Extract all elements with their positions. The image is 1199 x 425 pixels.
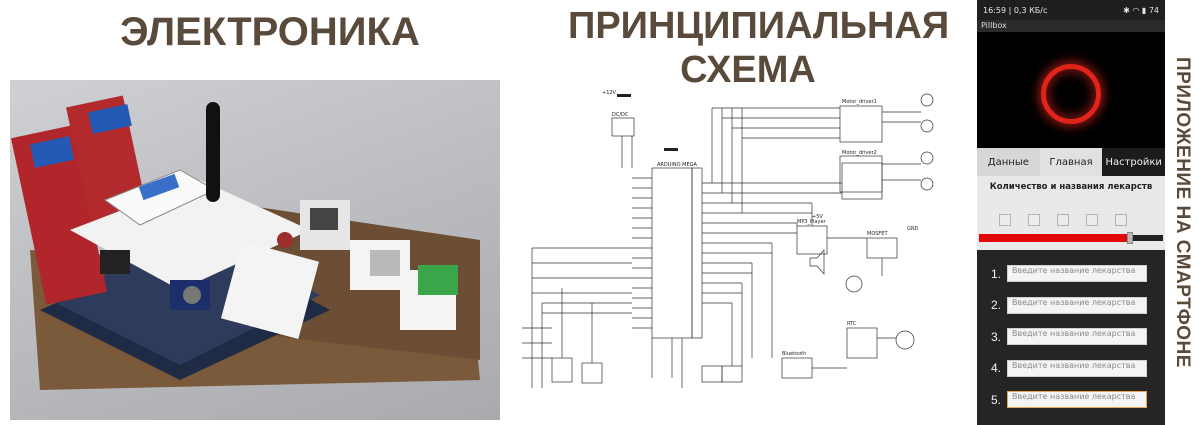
list-item: 2. Введите название лекарства	[977, 290, 1165, 322]
medicine-checkbox-3[interactable]	[1057, 214, 1069, 226]
tab-bar: Данные Главная Настройки	[977, 148, 1165, 176]
status-bar: 16:59 | 0,3 КБ/с ✱ ◠ ▮ 74	[977, 0, 1165, 20]
item-number: 2.	[991, 298, 1002, 313]
label-gnd: GND	[907, 226, 919, 232]
medicine-name-input-5[interactable]: Введите название лекарства	[1007, 391, 1147, 409]
app-side-heading: ПРИЛОЖЕНИЕ НА СМАРТФОНЕ	[1167, 0, 1197, 425]
item-number: 1.	[991, 266, 1002, 281]
camera-view	[977, 32, 1165, 148]
list-item: 5. Введите название лекарства	[977, 384, 1165, 416]
label-motor-driver-1: Motor_driver1	[842, 99, 877, 105]
circuit-schematic: DC/DC +12V ARDUINO MEGA Motor_driver1 Mo…	[512, 88, 968, 418]
medicine-name-input-3[interactable]: Введите название лекарства	[1007, 328, 1147, 346]
app-title: Pillbox	[977, 20, 1165, 32]
list-item: 4. Введите название лекарства	[977, 353, 1165, 385]
label-dcdc: DC/DC	[612, 112, 629, 118]
item-number: 4.	[991, 361, 1002, 376]
medicine-checkbox-2[interactable]	[1028, 214, 1040, 226]
schematic-heading-line1: ПРИНЦИПИАЛЬНАЯ	[568, 5, 950, 47]
label-12v: +12V	[602, 90, 617, 96]
label-mp3: MP3_Player	[797, 219, 827, 225]
status-icons: ✱ ◠ ▮ 74	[1123, 6, 1159, 15]
label-bluetooth: Bluetooth	[782, 351, 806, 357]
schematic-heading: ПРИНЦИПИАЛЬНАЯ СХЕМА	[568, 4, 950, 92]
list-item: 3. Введите название лекарства	[977, 321, 1165, 353]
medicine-name-input-1[interactable]: Введите название лекарства	[1007, 265, 1147, 283]
electronics-heading: ЭЛЕКТРОНИКА	[120, 10, 420, 54]
medicine-count-panel: Количество и названия лекарств	[977, 176, 1165, 250]
panel-title: Количество и названия лекарств	[989, 182, 1153, 192]
wifi-icon: ◠	[1132, 5, 1140, 15]
status-time: 16:59 | 0,3 КБ/с	[983, 5, 1048, 15]
item-number: 3.	[991, 329, 1002, 344]
medicine-name-input-4[interactable]: Введите название лекарства	[1007, 359, 1147, 377]
app-side-heading-text: ПРИЛОЖЕНИЕ НА СМАРТФОНЕ	[1172, 57, 1193, 368]
medicine-name-input-2[interactable]: Введите название лекарства	[1007, 296, 1147, 314]
tab-data[interactable]: Данные	[977, 148, 1040, 176]
schematic-heading-line2: СХЕМА	[680, 49, 816, 91]
count-slider[interactable]	[977, 232, 1165, 244]
tab-main[interactable]: Главная	[1039, 148, 1103, 176]
slider-thumb[interactable]	[1127, 232, 1133, 244]
phone-screen: 16:59 | 0,3 КБ/с ✱ ◠ ▮ 74 Pillbox Данные…	[977, 0, 1165, 425]
label-arduino: ARDUINO MEGA	[657, 162, 697, 168]
slider-fill	[979, 234, 1130, 242]
checkbox-row	[999, 214, 1127, 226]
list-item: 1. Введите название лекарства	[977, 258, 1165, 290]
medicine-checkbox-1[interactable]	[999, 214, 1011, 226]
circuit-diagram: DC/DC +12V ARDUINO MEGA Motor_driver1 Mo…	[522, 90, 934, 388]
electronics-photo	[10, 80, 500, 420]
label-motor-driver-2: Motor_driver2	[842, 150, 877, 156]
tab-settings[interactable]: Настройки	[1102, 148, 1165, 176]
signal-icon: ▮	[1141, 5, 1147, 15]
indicator-ring	[1041, 64, 1101, 124]
label-5v: +5V	[812, 214, 823, 220]
label-rtc: RTC	[847, 321, 857, 327]
medicine-checkbox-4[interactable]	[1086, 214, 1098, 226]
bluetooth-icon: ✱	[1123, 5, 1130, 15]
medicine-name-list: 1. Введите название лекарства 2. Введите…	[977, 250, 1165, 425]
electronics-illustration	[11, 95, 480, 390]
item-number: 5.	[991, 392, 1002, 407]
label-mosfet: MOSFET	[867, 231, 888, 237]
battery-level: 74	[1148, 5, 1159, 15]
medicine-checkbox-5[interactable]	[1115, 214, 1127, 226]
